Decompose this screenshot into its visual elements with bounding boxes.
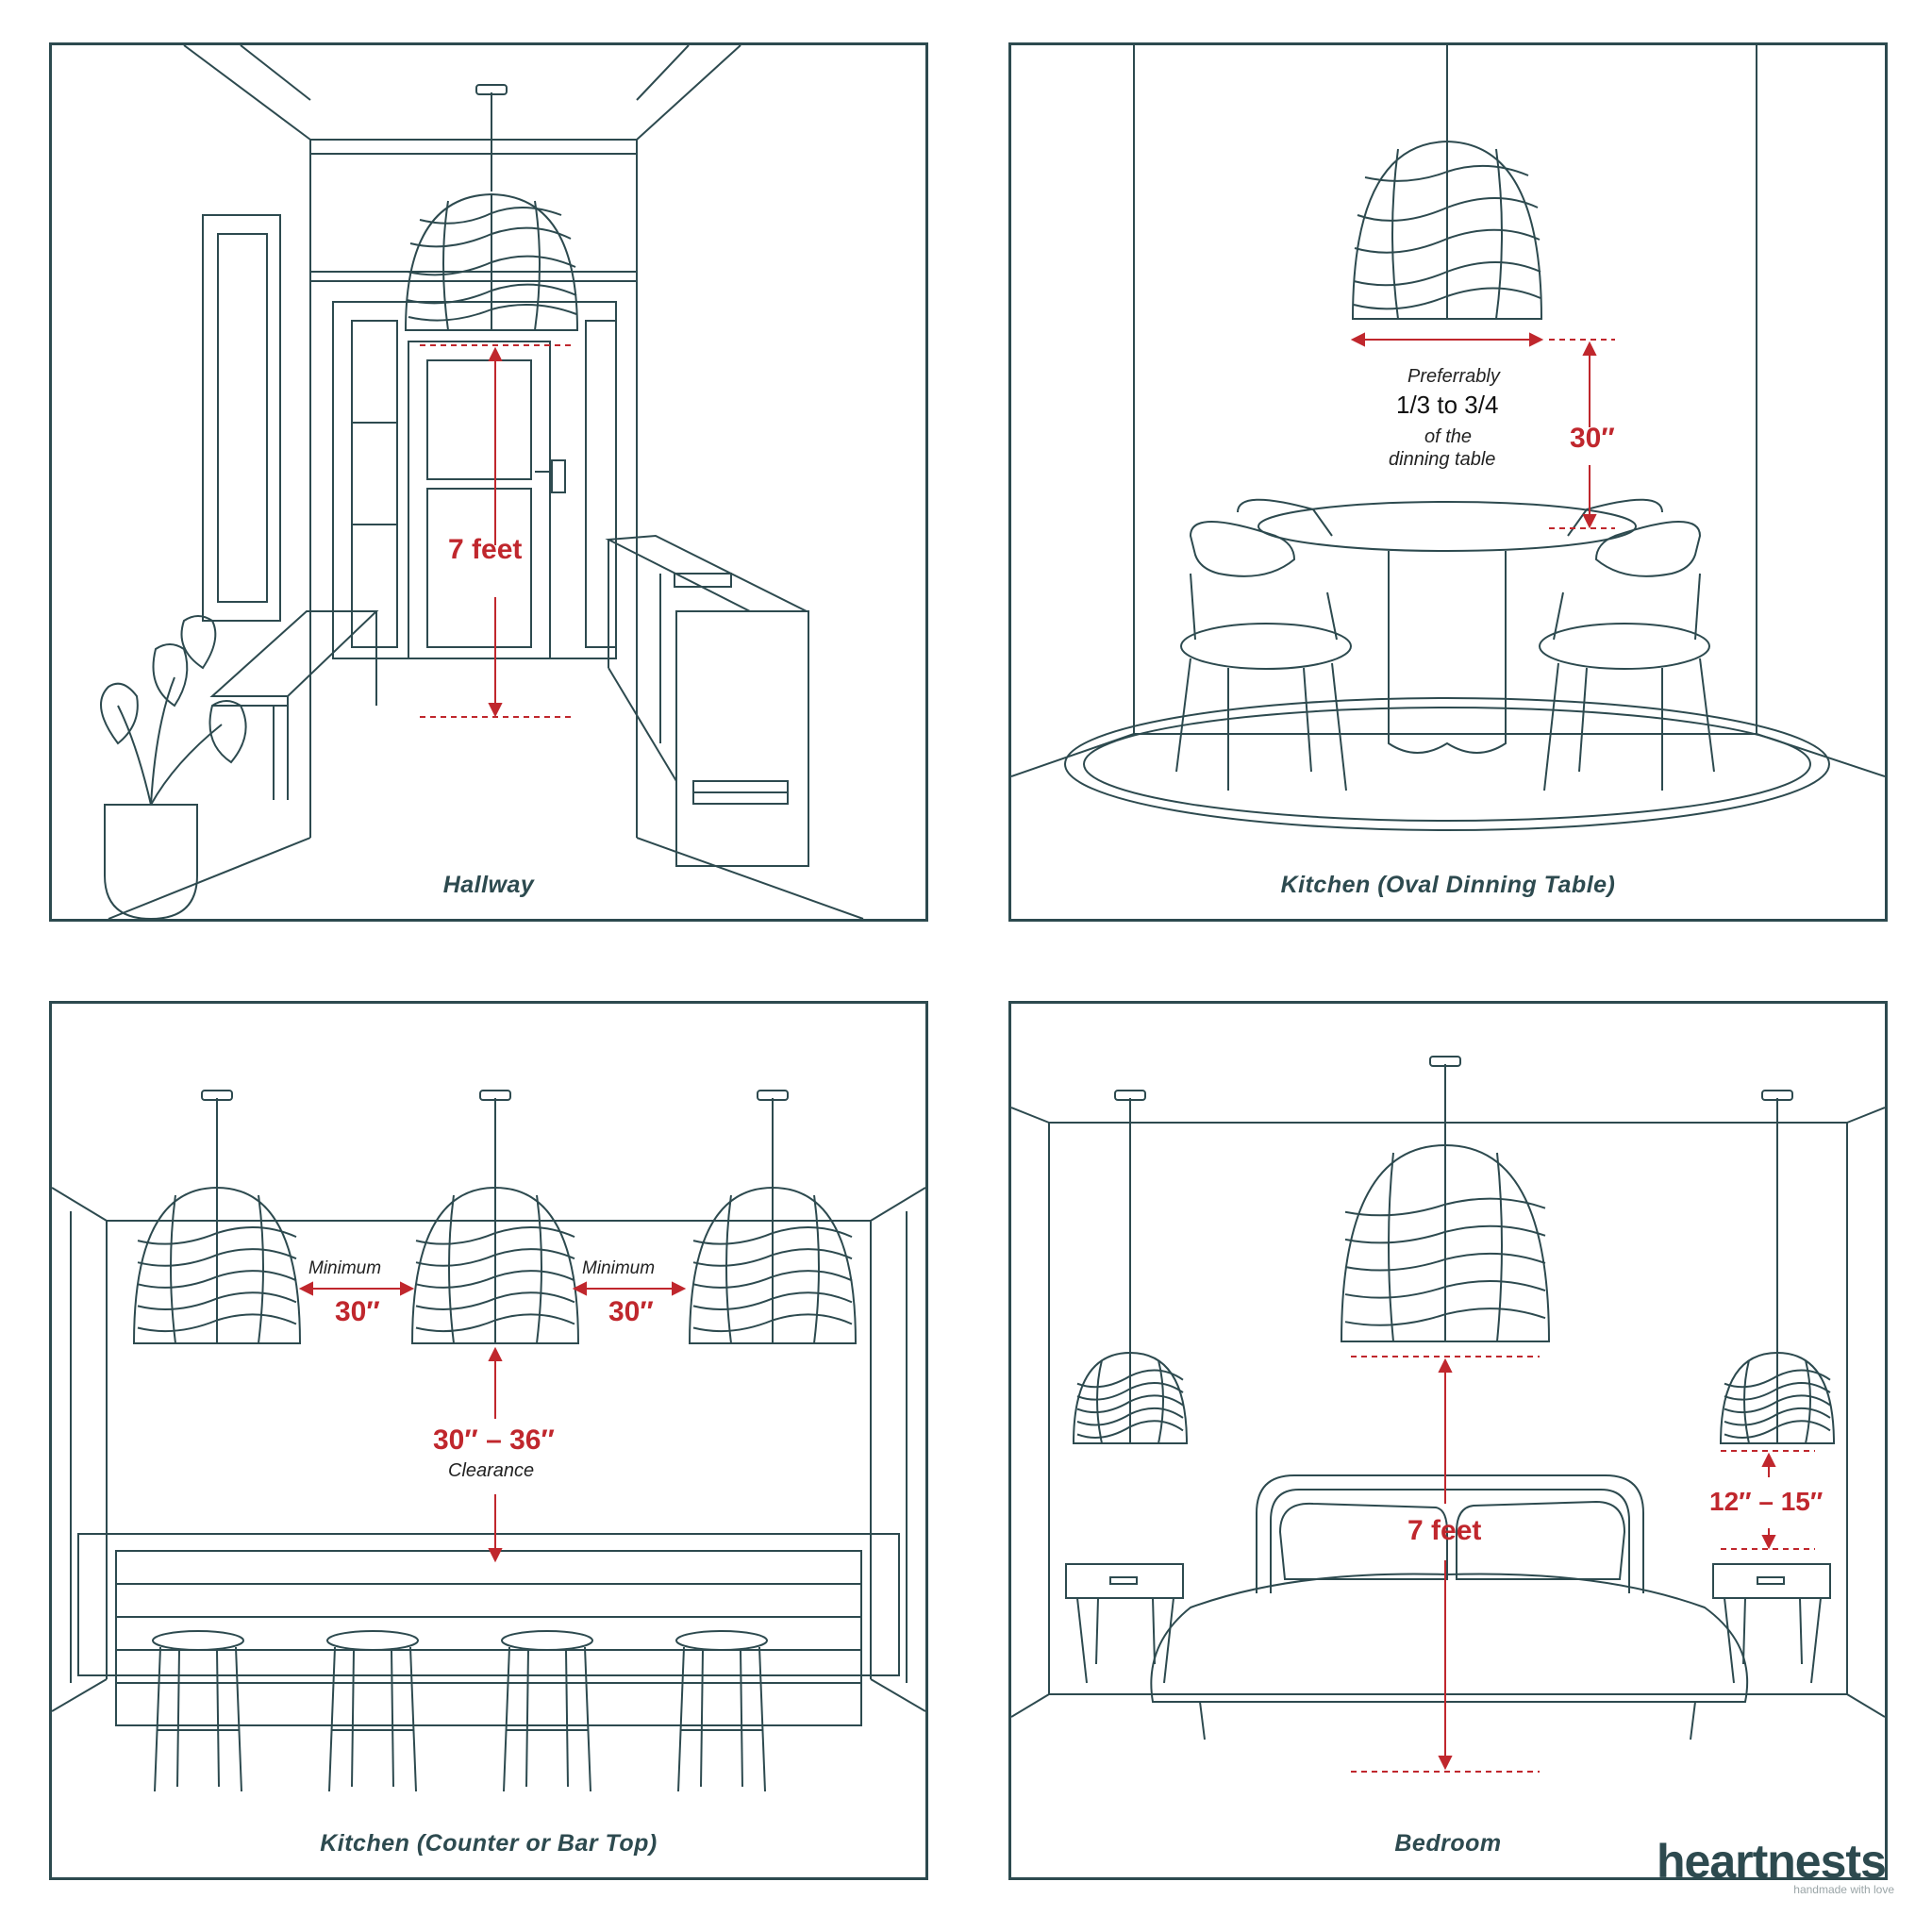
counter-clearance-value: 30″ – 36″ (433, 1424, 555, 1456)
hallway-illustration (100, 45, 864, 919)
logo-tagline: handmade with love (1793, 1883, 1894, 1896)
bar-stool-4 (675, 1630, 768, 1792)
oval-clearance-label: 30″ (1570, 423, 1615, 454)
counter-pendant-2 (410, 1090, 580, 1344)
bar-stool-2 (326, 1630, 419, 1792)
bar-stool-1 (152, 1630, 244, 1792)
width-note-4: dinning table (1389, 449, 1496, 470)
bedroom-illustration (1011, 1056, 1885, 1773)
width-note-2: 1/3 to 3/4 (1396, 391, 1499, 419)
kitchen-counter-caption: Kitchen (Counter or Bar Top) (320, 1830, 658, 1857)
bedroom-height-label: 7 feet (1407, 1515, 1482, 1546)
panel-kitchen-counter: Minimum Minimum 30″ 30″ 30″ – 36″ Cleara… (49, 1001, 928, 1880)
width-note-1: Preferrably (1407, 366, 1500, 387)
kitchen-counter-illustration (52, 1090, 925, 1792)
panel-hallway: 7 feet Hallway (49, 42, 928, 922)
bar-stools (152, 1630, 768, 1792)
logo-name: heartnests (1657, 1835, 1887, 1888)
min-label-left: Minimum (308, 1258, 382, 1278)
bedroom-side-label: 12″ – 15″ (1709, 1487, 1824, 1516)
hallway-height-label: 7 feet (448, 534, 523, 565)
bedroom-pendant-right (1719, 1090, 1836, 1444)
heartnests-logo: heartnests handmade with love (1657, 1838, 1902, 1896)
bedroom-caption: Bedroom (1394, 1830, 1502, 1857)
bar-stool-3 (501, 1630, 593, 1792)
panel-bedroom: 7 feet 12″ – 15″ Bedroom (1008, 1001, 1888, 1880)
min-label-right: Minimum (582, 1258, 656, 1278)
kitchen-oval-caption: Kitchen (Oval Dinning Table) (1280, 872, 1616, 898)
counter-clearance-word: Clearance (448, 1460, 535, 1481)
bedroom-pendant-left (1072, 1090, 1189, 1444)
counter-pendants (132, 1090, 858, 1344)
bedroom-pendant-center (1340, 1056, 1551, 1342)
bedroom-pendants (1072, 1056, 1836, 1444)
width-note-3: of the (1424, 426, 1473, 447)
counter-pendant-1 (132, 1090, 302, 1344)
spacing-label-left: 30″ (335, 1296, 380, 1327)
hallway-caption: Hallway (442, 872, 535, 898)
counter-pendant-3 (688, 1090, 858, 1344)
spacing-label-right: 30″ (608, 1296, 654, 1327)
kitchen-oval-illustration (1011, 45, 1885, 831)
panel-kitchen-oval: Preferrably 1/3 to 3/4 of the dinning ta… (1008, 42, 1888, 922)
